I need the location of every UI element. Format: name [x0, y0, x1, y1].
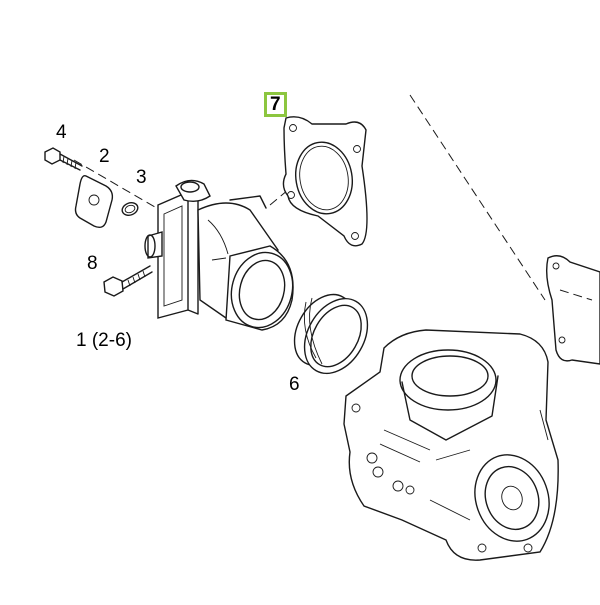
housing-part-1[interactable]	[144, 179, 301, 334]
bolt-part-8[interactable]	[103, 265, 153, 297]
transmission-case[interactable]	[343, 329, 561, 561]
bellows-ring-part-6[interactable]	[282, 284, 380, 385]
callout-part-2[interactable]: 2	[99, 146, 110, 167]
callout-part-6[interactable]: 6	[289, 374, 300, 395]
cover-plate-part-2[interactable]	[74, 174, 114, 229]
callout-part-3[interactable]: 3	[136, 167, 147, 188]
callout-part-4[interactable]: 4	[56, 122, 67, 143]
adjacent-gasket	[545, 255, 600, 365]
callout-part-7-highlighted[interactable]: 7	[264, 92, 287, 117]
bolt-part-4[interactable]	[44, 147, 83, 171]
callout-part-1[interactable]: 1 (2-6)	[76, 330, 132, 351]
callout-part-8[interactable]: 8	[87, 253, 98, 274]
gasket-part-7[interactable]	[282, 116, 368, 247]
o-ring-part-3[interactable]	[120, 201, 139, 218]
